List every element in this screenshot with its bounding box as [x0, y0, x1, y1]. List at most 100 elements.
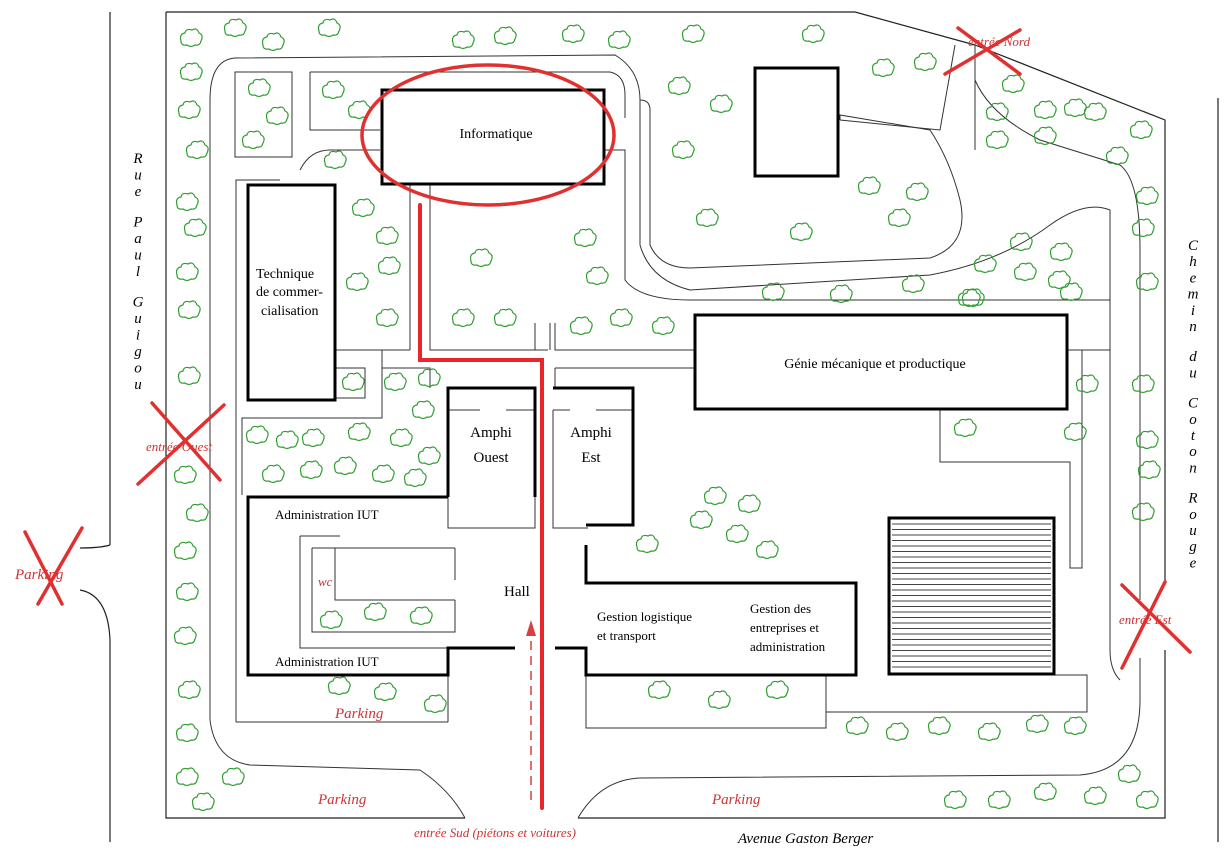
label-amphi-est-1: Amphi	[570, 425, 612, 441]
tree-icon	[765, 680, 789, 700]
tree-icon	[383, 372, 407, 392]
label-gestion-entreprises-3: administration	[750, 639, 826, 654]
label-gestion-logistique-2: et transport	[597, 628, 656, 643]
tree-icon	[1135, 790, 1159, 810]
tree-icon	[177, 300, 201, 320]
tree-icon	[561, 24, 585, 44]
tree-icon	[681, 24, 705, 44]
tree-icon	[1083, 786, 1107, 806]
cross-ouest-icon	[136, 401, 226, 486]
tree-icon	[377, 256, 401, 276]
label-technique-3: cialisation	[261, 304, 319, 319]
tree-icon	[667, 76, 691, 96]
tree-icon	[245, 425, 269, 445]
tree-icon	[1135, 272, 1159, 292]
building-hall-gestion[interactable]	[555, 545, 858, 677]
tree-icon	[695, 208, 719, 228]
tree-icon	[319, 610, 343, 630]
tree-icon	[1137, 460, 1161, 480]
closed-entrance-crosses	[23, 26, 1192, 670]
tree-icon	[301, 428, 325, 448]
label-technique-2: de commer-	[256, 285, 323, 300]
tree-icon	[1025, 714, 1049, 734]
tree-icon	[887, 208, 911, 228]
campus-roads	[209, 44, 1141, 819]
label-technique-1: Technique	[256, 267, 314, 282]
tree-icon	[351, 198, 375, 218]
label-wc: wc	[318, 574, 333, 589]
label-admin-top: Administration IUT	[275, 507, 379, 522]
tree-icon	[707, 690, 731, 710]
tree-icon	[175, 767, 199, 787]
tree-icon	[1131, 218, 1155, 238]
tree-icon	[1063, 716, 1087, 736]
tree-icon	[1063, 422, 1087, 442]
tree-icon	[221, 767, 245, 787]
tree-icon	[175, 582, 199, 602]
label-genie-mecanique: Génie mécanique et productique	[784, 357, 966, 372]
tree-icon	[191, 792, 215, 812]
tree-icon	[177, 366, 201, 386]
tree-icon	[177, 100, 201, 120]
tree-icon	[1063, 98, 1087, 118]
tree-icon	[327, 676, 351, 696]
tree-icon	[985, 130, 1009, 150]
tree-icon	[179, 62, 203, 82]
tree-icon	[635, 534, 659, 554]
tree-icon	[451, 30, 475, 50]
tree-icon	[609, 308, 633, 328]
cross-nord-icon	[943, 26, 1022, 76]
tree-icon	[977, 722, 1001, 742]
building-administration[interactable]	[246, 495, 515, 677]
tree-icon	[333, 456, 357, 476]
tree-icon	[927, 716, 951, 736]
tree-icon	[403, 468, 427, 488]
building-technique[interactable]	[246, 183, 337, 402]
building-striped-hatching	[892, 523, 1051, 668]
tree-icon	[375, 226, 399, 246]
tree-icon	[423, 694, 447, 714]
tree-icon	[1033, 126, 1057, 146]
tree-icon	[1059, 282, 1083, 302]
building-amphi-est[interactable]	[553, 386, 635, 527]
tree-icon	[709, 94, 733, 114]
tree-icon	[175, 192, 199, 212]
building-nord[interactable]	[753, 66, 840, 178]
tree-icon	[1047, 270, 1071, 290]
tree-icon	[703, 486, 727, 506]
building-informatique[interactable]	[380, 88, 606, 186]
tree-icon	[871, 58, 895, 78]
tree-icon	[493, 308, 517, 328]
building-striped[interactable]	[887, 516, 1056, 676]
tree-icon	[265, 106, 289, 126]
tree-icon	[585, 266, 609, 286]
label-amphi-est-2: Est	[581, 450, 601, 466]
tree-icon	[607, 30, 631, 50]
tree-icon	[179, 28, 203, 48]
label-informatique: Informatique	[459, 127, 532, 142]
buildings	[246, 66, 1069, 677]
tree-icon	[469, 248, 493, 268]
tree-icon	[173, 465, 197, 485]
street-avenue-gaston-berger: Avenue Gaston Berger	[737, 831, 873, 847]
tree-icon	[1117, 764, 1141, 784]
tree-icon	[1135, 430, 1159, 450]
building-amphi-ouest[interactable]	[446, 386, 537, 497]
building-genie-mecanique[interactable]	[693, 313, 1069, 411]
tree-icon	[1131, 502, 1155, 522]
route-to-informatique	[418, 203, 544, 810]
label-amphi-ouest-2: Ouest	[474, 450, 510, 466]
tree-icon	[341, 372, 365, 392]
tree-icon	[987, 790, 1011, 810]
tree-icon	[953, 418, 977, 438]
tree-icon	[321, 80, 345, 100]
label-hall: Hall	[504, 584, 530, 600]
tree-icon	[247, 78, 271, 98]
tree-icon	[373, 682, 397, 702]
tree-icon	[175, 262, 199, 282]
tree-icon	[569, 316, 593, 336]
tree-icon	[647, 680, 671, 700]
tree-icon	[175, 723, 199, 743]
tree-icon	[261, 32, 285, 52]
